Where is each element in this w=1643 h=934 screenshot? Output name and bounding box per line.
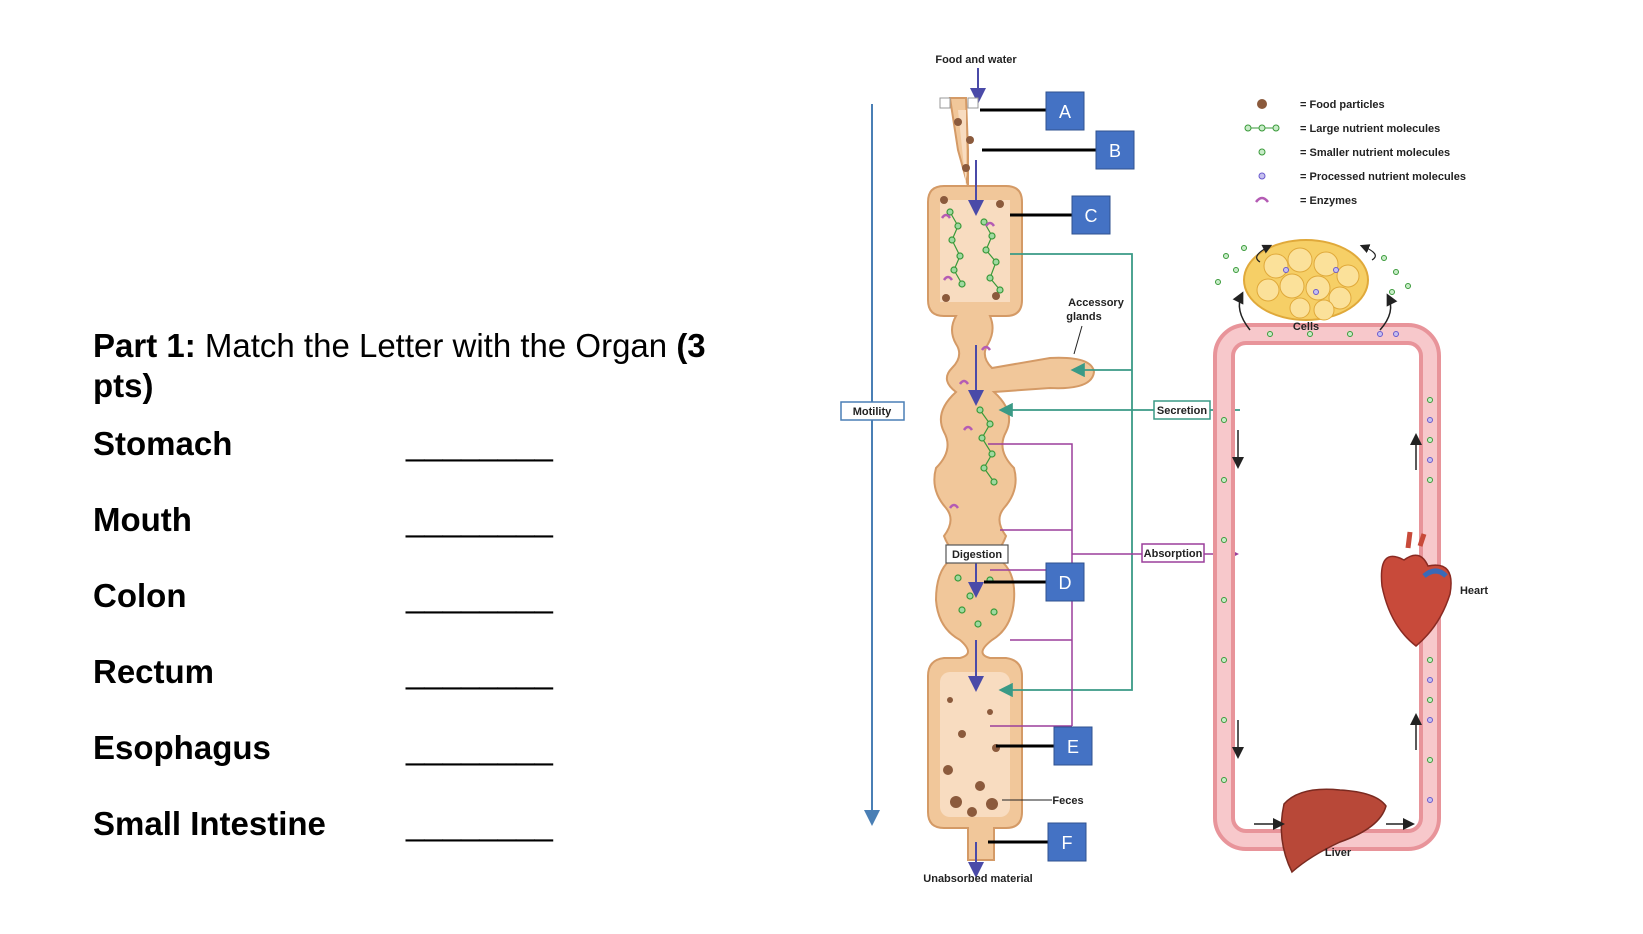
answer-row-mouth: Mouth ________ — [93, 500, 573, 540]
large-molecule-icon — [1244, 124, 1280, 132]
cells-label: Cells — [1293, 321, 1319, 333]
absorption-lines — [988, 443, 1239, 727]
answer-row-stomach: Stomach ________ — [93, 424, 573, 464]
motility-box — [840, 401, 905, 421]
letter-e: E — [1067, 737, 1079, 757]
liver-label: Liver — [1325, 847, 1352, 859]
question-prompt: Match the Letter with the Organ — [195, 327, 677, 364]
answer-blank[interactable]: ________ — [406, 653, 553, 690]
letter-markers: A B C D E F — [980, 91, 1135, 862]
vessel-molecules — [1221, 331, 1433, 783]
letter-c: C — [1085, 206, 1098, 226]
liver-icon — [1280, 788, 1387, 874]
question-points: (3 pts) — [93, 327, 706, 404]
answer-blank[interactable]: ________ — [406, 425, 553, 462]
organ-label: Mouth — [93, 501, 192, 538]
letter-box-b — [1095, 130, 1135, 170]
organ-label: Rectum — [93, 653, 215, 690]
legend-enzyme: = Enzymes — [1300, 195, 1357, 207]
heart-icon — [1380, 531, 1452, 647]
letter-box-a — [1045, 91, 1085, 131]
organ-label: Esophagus — [93, 729, 271, 766]
food-particle-icon — [1257, 99, 1267, 109]
absorption-label: Absorption — [1144, 548, 1203, 560]
letter-box-d — [1045, 562, 1085, 602]
enzymes — [940, 213, 996, 509]
food-water-label: Food and water — [935, 54, 1017, 66]
answer-blank[interactable]: ________ — [406, 501, 553, 538]
small-molecule-icon — [1258, 148, 1266, 156]
organ-label: Small Intestine — [93, 805, 326, 842]
large-molecules — [946, 208, 1004, 628]
digestion-label: Digestion — [952, 549, 1002, 561]
legend: = Food particles = Large nutrient molecu… — [1244, 99, 1466, 207]
letter-f: F — [1062, 833, 1073, 853]
answer-row-rectum: Rectum ________ — [93, 652, 573, 692]
letter-d: D — [1059, 573, 1072, 593]
organ-label: Stomach — [93, 425, 233, 462]
cells-cluster — [1215, 239, 1411, 331]
answer-row-esophagus: Esophagus ________ — [93, 728, 573, 768]
question-title: Part 1: Match the Letter with the Organ … — [93, 326, 773, 406]
secretion-lines — [998, 253, 1240, 698]
unabsorbed-label: Unabsorbed material — [923, 873, 1032, 885]
legend-food: = Food particles — [1300, 99, 1385, 111]
secretion-label: Secretion — [1157, 405, 1207, 417]
answer-blank[interactable]: ________ — [406, 577, 553, 614]
answer-row-colon: Colon ________ — [93, 576, 573, 616]
letter-box-f — [1047, 822, 1087, 862]
answer-blank[interactable]: ________ — [406, 805, 553, 842]
enzyme-icon — [1255, 196, 1269, 203]
organ-label: Colon — [93, 577, 187, 614]
food-particles — [940, 118, 1004, 817]
processed-molecule-icon — [1258, 172, 1266, 180]
heart-label: Heart — [1460, 585, 1488, 597]
letter-a: A — [1059, 102, 1071, 122]
part-label: Part 1: — [93, 327, 196, 364]
legend-large: = Large nutrient molecules — [1300, 123, 1440, 135]
legend-processed: = Processed nutrient molecules — [1300, 171, 1466, 183]
feces-label: Feces — [1052, 795, 1083, 807]
letter-box-c — [1071, 195, 1111, 235]
accessory-label-2: glands — [1066, 311, 1101, 323]
letter-box-e — [1053, 726, 1093, 766]
answer-row-small-intestine: Small Intestine ________ — [93, 804, 573, 844]
processed-molecules — [1377, 331, 1433, 803]
legend-small: = Smaller nutrient molecules — [1300, 147, 1450, 159]
accessory-label-1: Accessory — [1068, 297, 1125, 309]
letter-b: B — [1109, 141, 1121, 161]
motility-label: Motility — [853, 406, 892, 418]
answer-blank[interactable]: ________ — [406, 729, 553, 766]
